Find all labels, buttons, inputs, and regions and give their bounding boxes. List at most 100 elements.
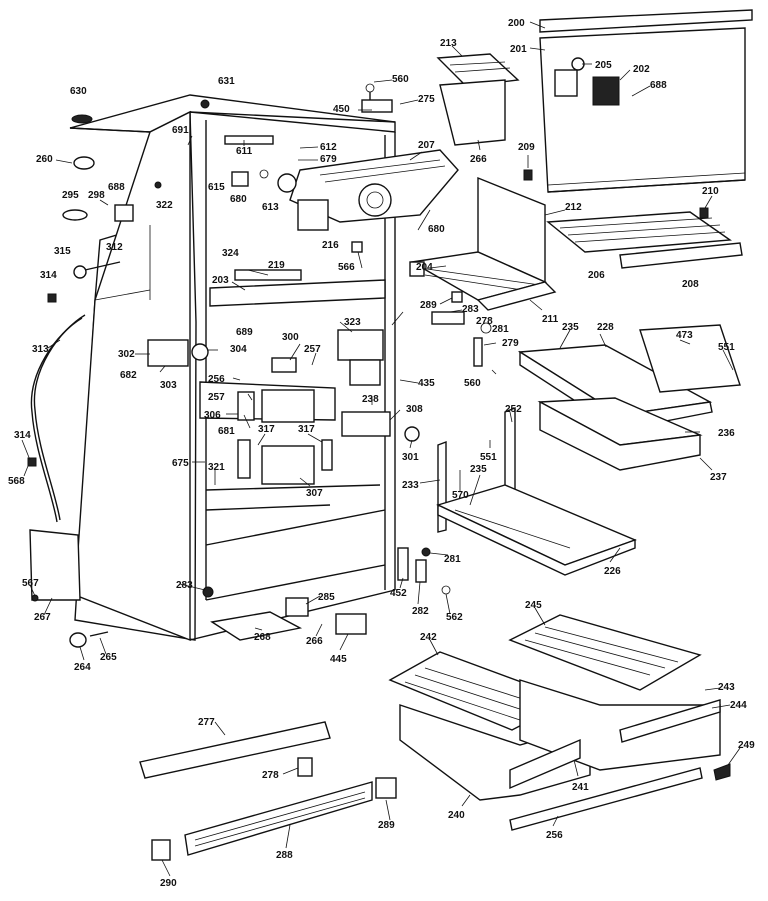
callout-label: 267: [34, 612, 51, 623]
callout-label: 243: [718, 682, 735, 693]
callout-label: 613: [262, 202, 279, 213]
callout-label: 689: [236, 327, 253, 338]
callout-label: 551: [480, 452, 497, 463]
evaporator-assembly: [289, 149, 459, 231]
callout-label: 289: [420, 300, 437, 311]
callout-label: 237: [710, 472, 727, 483]
callout-label: 312: [106, 242, 123, 253]
callout-label: 208: [682, 279, 699, 290]
callout-label: 324: [222, 248, 239, 259]
callout-label: 257: [208, 392, 225, 403]
callout-label: 289: [378, 820, 395, 831]
callout-label: 281: [492, 324, 509, 335]
callout-label: 241: [572, 782, 589, 793]
callout-label: 688: [108, 182, 125, 193]
callout-label: 303: [160, 380, 177, 391]
crisper-pans: [399, 679, 721, 801]
callout-label: 317: [258, 424, 275, 435]
callout-label: 265: [100, 652, 117, 663]
callout-label: 233: [402, 480, 419, 491]
callout-label: 435: [418, 378, 435, 389]
callout-label: 256: [208, 374, 225, 385]
callout-label: 560: [392, 74, 409, 85]
freezer-shelf-right: [546, 211, 743, 269]
callout-label: 551: [718, 342, 735, 353]
callout-label: 204: [416, 262, 433, 273]
crisper-cover-right: [508, 614, 702, 691]
crisper-rail: [509, 767, 703, 831]
callout-label: 279: [502, 338, 519, 349]
part-callouts: 200 201 205 202 688 213 560 275 450 266 …: [8, 18, 755, 889]
freezer-shelf-left: [409, 176, 557, 311]
leader-lines: [21, 21, 741, 877]
callout-label: 260: [36, 154, 53, 165]
callout-label: 201: [510, 44, 527, 55]
callout-label: 298: [88, 190, 105, 201]
callout-label: 211: [542, 314, 559, 325]
callout-label: 206: [588, 270, 605, 281]
kickplate-grille: [184, 781, 373, 856]
callout-label: 612: [320, 142, 337, 153]
callout-label: 235: [470, 464, 487, 475]
callout-label: 562: [446, 612, 463, 623]
callout-label: 283: [176, 580, 193, 591]
drain-pan: [210, 611, 303, 641]
callout-label: 568: [8, 476, 25, 487]
callout-label: 630: [70, 86, 87, 97]
callout-label: 566: [338, 262, 355, 273]
callout-label: 257: [304, 344, 321, 355]
callout-label: 252: [505, 404, 522, 415]
callout-label: 213: [440, 38, 457, 49]
callout-label: 322: [156, 200, 173, 211]
callout-label: 207: [418, 140, 435, 151]
small-parts: [27, 83, 731, 861]
callout-label: 216: [322, 240, 339, 251]
callout-label: 308: [406, 404, 423, 415]
callout-label: 675: [172, 458, 189, 469]
bottom-rail: [139, 721, 331, 779]
callout-label: 615: [208, 182, 225, 193]
callout-label: 277: [198, 717, 215, 728]
ice-tray: [436, 53, 520, 146]
callout-label: 321: [208, 462, 225, 473]
callout-label: 314: [14, 430, 31, 441]
callout-label: 300: [282, 332, 299, 343]
callout-label: 245: [525, 600, 542, 611]
callout-label: 688: [650, 80, 667, 91]
callout-label: 691: [172, 125, 189, 136]
callout-label: 313: [32, 344, 49, 355]
fresh-food-shelf-upper: [517, 324, 741, 431]
callout-label: 205: [595, 60, 612, 71]
callout-label: 278: [476, 316, 493, 327]
callout-label: 304: [230, 344, 247, 355]
callout-label: 307: [306, 488, 323, 499]
callout-label: 209: [518, 142, 535, 153]
callout-label: 282: [412, 606, 429, 617]
callout-label: 266: [306, 636, 323, 647]
callout-label: 631: [218, 76, 235, 87]
callout-label: 682: [120, 370, 137, 381]
callout-label: 450: [333, 104, 350, 115]
callout-label: 256: [546, 830, 563, 841]
callout-label: 226: [604, 566, 621, 577]
callout-label: 249: [738, 740, 755, 751]
callout-label: 283: [462, 304, 479, 315]
callout-label: 315: [54, 246, 71, 257]
callout-label: 290: [160, 878, 177, 889]
callout-label: 679: [320, 154, 337, 165]
callout-label: 680: [230, 194, 247, 205]
callout-label: 680: [428, 224, 445, 235]
meat-pan: [537, 397, 703, 471]
callout-label: 264: [74, 662, 91, 673]
callout-label: 235: [562, 322, 579, 333]
callout-label: 317: [298, 424, 315, 435]
callout-label: 452: [390, 588, 407, 599]
callout-label: 295: [62, 190, 79, 201]
callout-label: 681: [218, 426, 235, 437]
callout-label: 323: [344, 317, 361, 328]
callout-label: 244: [730, 700, 747, 711]
freezer-door: [539, 9, 753, 193]
callout-label: 202: [633, 64, 650, 75]
callout-label: 236: [718, 428, 735, 439]
